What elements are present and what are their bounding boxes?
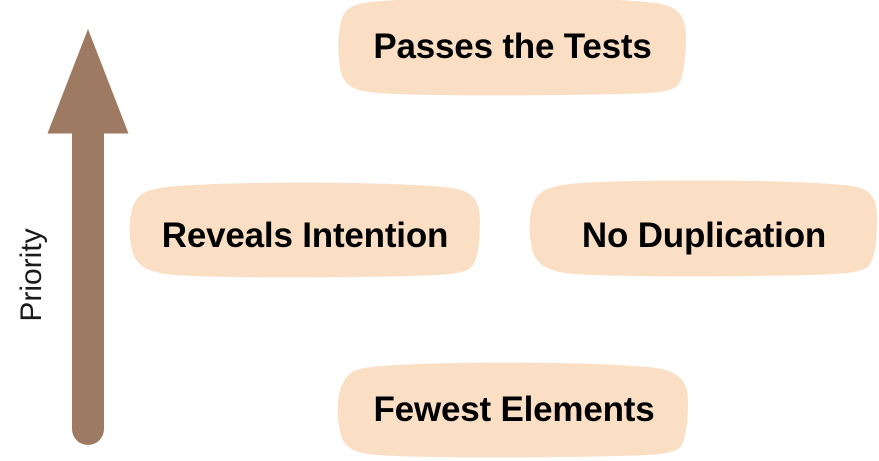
blob-passes-the-tests [338, 0, 686, 96]
blob-no-duplication [529, 180, 877, 277]
blob-fewest-elements [337, 362, 688, 458]
priority-arrow [47, 29, 129, 445]
priority-arrow-head [47, 29, 129, 134]
priority-arrow-shaft [72, 128, 104, 445]
blob-reveals-intention [129, 182, 480, 278]
